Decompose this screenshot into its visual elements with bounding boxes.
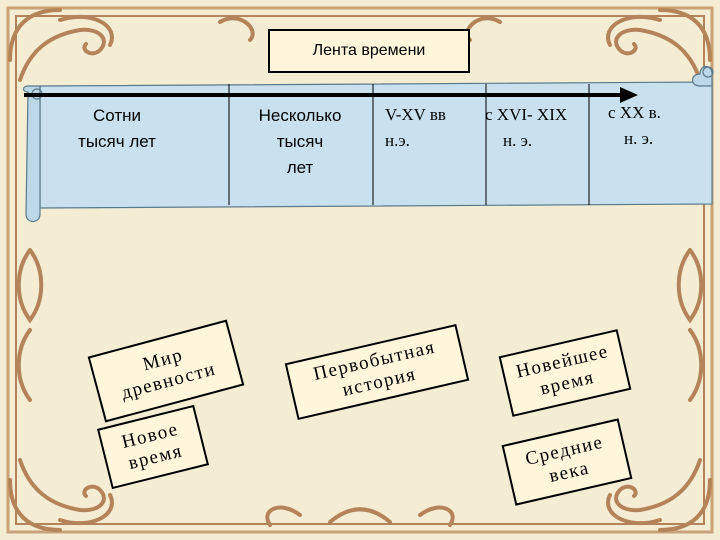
period-line: тысяч лет [78, 132, 156, 151]
period-line: V-XV вв [385, 105, 446, 124]
period-line: с XX в. [608, 103, 661, 122]
period-line: тысяч [276, 132, 324, 151]
period-5-15: V-XV вв н.э. [385, 102, 485, 154]
period-16-19: с XVI- XIX н. э. [485, 102, 597, 154]
period-hundreds-thousands: Сотни тысяч лет [52, 103, 182, 155]
period-several-thousands: Несколько тысяч лет [232, 103, 368, 181]
period-line: н.э. [385, 131, 410, 150]
period-line: н. э. [624, 129, 654, 148]
timeline-arrowhead [620, 87, 638, 103]
period-line: лет [286, 158, 314, 177]
period-line: с XVI- XIX [485, 105, 568, 124]
period-line: Сотни [92, 106, 142, 125]
page-title: Лента времени [268, 29, 470, 73]
period-line: н. э. [503, 131, 533, 150]
period-20: с XX в. н. э. [608, 100, 698, 152]
period-line: Несколько [258, 106, 342, 125]
